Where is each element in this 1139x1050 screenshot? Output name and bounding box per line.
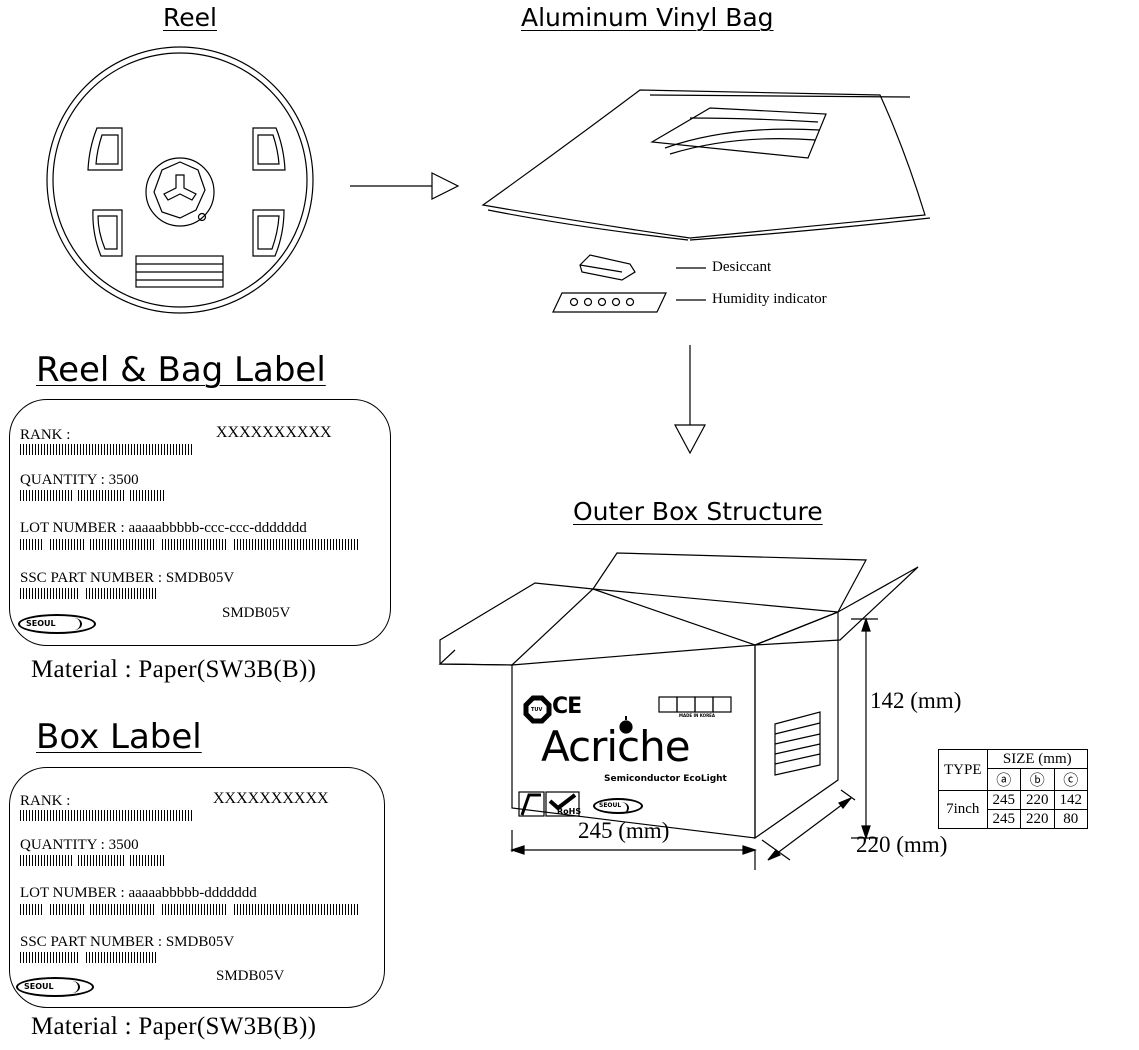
part-number-label: SSC PART NUMBER : SMDB05V — [20, 570, 235, 586]
box-label-material: Material : Paper(SW3B(B)) — [31, 1013, 317, 1040]
reel-label-material: Material : Paper(SW3B(B)) — [31, 656, 317, 683]
quantity-barcode — [130, 855, 166, 866]
table-cell: 245 — [986, 809, 1021, 829]
table-cell: 220 — [1020, 809, 1055, 829]
lot-barcode — [234, 539, 360, 550]
arrow-right — [350, 172, 460, 200]
cert-mark-icon — [518, 791, 545, 817]
rohs-text: RoHS — [557, 807, 582, 816]
lot-number-label: LOT NUMBER : aaaaabbbbb-ddddddd — [20, 885, 257, 901]
part-barcode — [86, 588, 156, 599]
rank-label: RANK : — [20, 793, 71, 809]
table-cell: 80 — [1053, 809, 1088, 829]
humidity-indicator-label: Humidity indicator — [712, 291, 827, 307]
table-cell: 220 — [1020, 790, 1055, 810]
reel-title: Reel — [163, 3, 217, 32]
quantity-barcode — [20, 855, 72, 866]
quantity-barcode — [78, 490, 124, 501]
part-number-value: SMDB05V — [222, 605, 291, 621]
column-a-header: ⓐ — [986, 768, 1021, 791]
seoul-logo: SEOUL — [16, 977, 94, 997]
arrow-down — [673, 345, 707, 455]
part-barcode — [86, 952, 156, 963]
column-b-header: ⓑ — [1020, 768, 1055, 791]
brand-name: Acriche — [541, 722, 691, 771]
size-header: SIZE (mm) — [986, 749, 1088, 769]
box-drawing — [438, 552, 919, 870]
box-label-card: RANK : XXXXXXXXXX QUANTITY : 3500 LOT NU… — [9, 767, 385, 1008]
type-header: TYPE — [938, 749, 988, 791]
size-table: TYPE SIZE (mm) ⓐ ⓑ ⓒ 7inch 245 220 142 2… — [938, 749, 1088, 829]
tuv-mark-icon — [523, 695, 552, 724]
reel-label-title: Reel & Bag Label — [36, 350, 326, 390]
lot-barcode — [20, 539, 44, 550]
seoul-logo: SEOUL — [593, 798, 643, 814]
part-number-label: SSC PART NUMBER : SMDB05V — [20, 934, 235, 950]
lot-barcode — [20, 904, 44, 915]
dimension-depth: 220 (mm) — [856, 832, 948, 857]
lot-number-label: LOT NUMBER : aaaaabbbbb-ccc-ccc-ddddddd — [20, 520, 307, 536]
lot-barcode — [50, 904, 84, 915]
quantity-barcode — [20, 490, 72, 501]
quantity-label: QUANTITY : 3500 — [20, 837, 139, 853]
part-barcode — [20, 588, 80, 599]
rohs-icon — [545, 791, 580, 817]
lot-barcode — [162, 539, 228, 550]
type-value: 7inch — [938, 790, 988, 829]
rank-label: RANK : — [20, 427, 71, 443]
tuv-mark-text: TUV — [531, 707, 543, 713]
bag-drawing — [481, 89, 931, 313]
desiccant-label: Desiccant — [712, 259, 772, 275]
rank-barcode — [20, 444, 192, 455]
made-in-korea-text: MADE IN KOREA — [679, 713, 715, 718]
rank-barcode — [20, 810, 192, 821]
box-label-title: Box Label — [36, 717, 202, 757]
quantity-label: QUANTITY : 3500 — [20, 472, 139, 488]
lot-barcode — [50, 539, 84, 550]
quantity-barcode — [78, 855, 124, 866]
rank-value: XXXXXXXXXX — [213, 790, 329, 807]
reel-drawing — [46, 46, 314, 314]
bag-title: Aluminum Vinyl Bag — [521, 3, 774, 32]
lot-barcode — [162, 904, 228, 915]
rank-value: XXXXXXXXXX — [216, 424, 332, 441]
column-c-header: ⓒ — [1053, 768, 1088, 791]
part-barcode — [20, 952, 80, 963]
reel-bag-label-card: RANK : XXXXXXXXXX QUANTITY : 3500 LOT NU… — [9, 399, 391, 646]
quantity-barcode — [130, 490, 166, 501]
lot-barcode — [234, 904, 360, 915]
part-number-value: SMDB05V — [216, 968, 285, 984]
lot-barcode — [90, 904, 156, 915]
lot-barcode — [90, 539, 156, 550]
ce-mark: CE — [552, 694, 582, 719]
table-cell: 142 — [1053, 790, 1088, 810]
outer-box-title: Outer Box Structure — [573, 497, 823, 526]
seoul-logo: SEOUL — [18, 614, 96, 634]
dimension-width: 245 (mm) — [578, 818, 670, 843]
brand-tagline: Semiconductor EcoLight — [604, 774, 727, 784]
dimension-height: 142 (mm) — [870, 688, 962, 713]
flame-mark-icon — [619, 716, 633, 734]
table-cell: 245 — [986, 790, 1021, 810]
